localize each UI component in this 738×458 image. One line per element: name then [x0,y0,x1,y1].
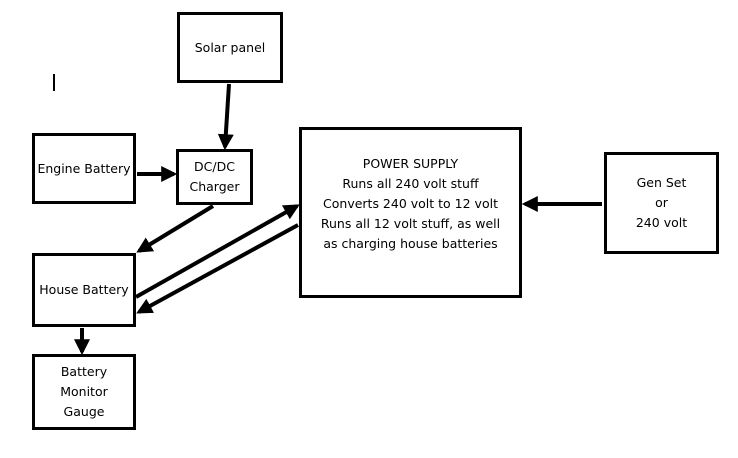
node-label: Charger [189,179,240,194]
node-label: as charging house batteries [323,236,498,251]
node-label: Gauge [63,404,105,419]
node-label: Solar panel [194,39,266,55]
node-label: House Battery [39,282,129,297]
node-engine-battery: Engine Battery [32,133,136,204]
node-battery-monitor-gauge: Battery Monitor Gauge [32,354,136,430]
node-dcdc-charger: DC/DC Charger [176,149,253,205]
arrow-dcdc-to-house [136,204,215,253]
node-label: Gen Set [636,175,687,190]
arrow-solar-to-dcdc [217,83,234,151]
node-label: Runs all 12 volt stuff, as well [320,216,501,231]
arrow-powersupply-to-house [136,223,299,314]
node-genset: Gen Set or 240 volt [604,152,719,254]
node-label: or [655,195,668,210]
node-title: POWER SUPPLY [362,156,459,171]
node-house-battery: House Battery [32,253,136,327]
node-label: Engine Battery [37,160,131,176]
node-label: Runs all 240 volt stuff [342,176,479,191]
node-solar-panel: Solar panel [177,12,283,83]
node-label: 240 volt [635,215,688,230]
node-power-supply: POWER SUPPLY Runs all 240 volt stuff Con… [299,127,522,298]
node-label: DC/DC [194,159,235,174]
arrow-house-to-powersupply [135,204,300,299]
node-label: Monitor [60,384,108,399]
node-label: Battery [60,364,108,379]
node-label: Converts 240 volt to 12 volt [323,196,498,211]
text-cursor [53,74,55,91]
